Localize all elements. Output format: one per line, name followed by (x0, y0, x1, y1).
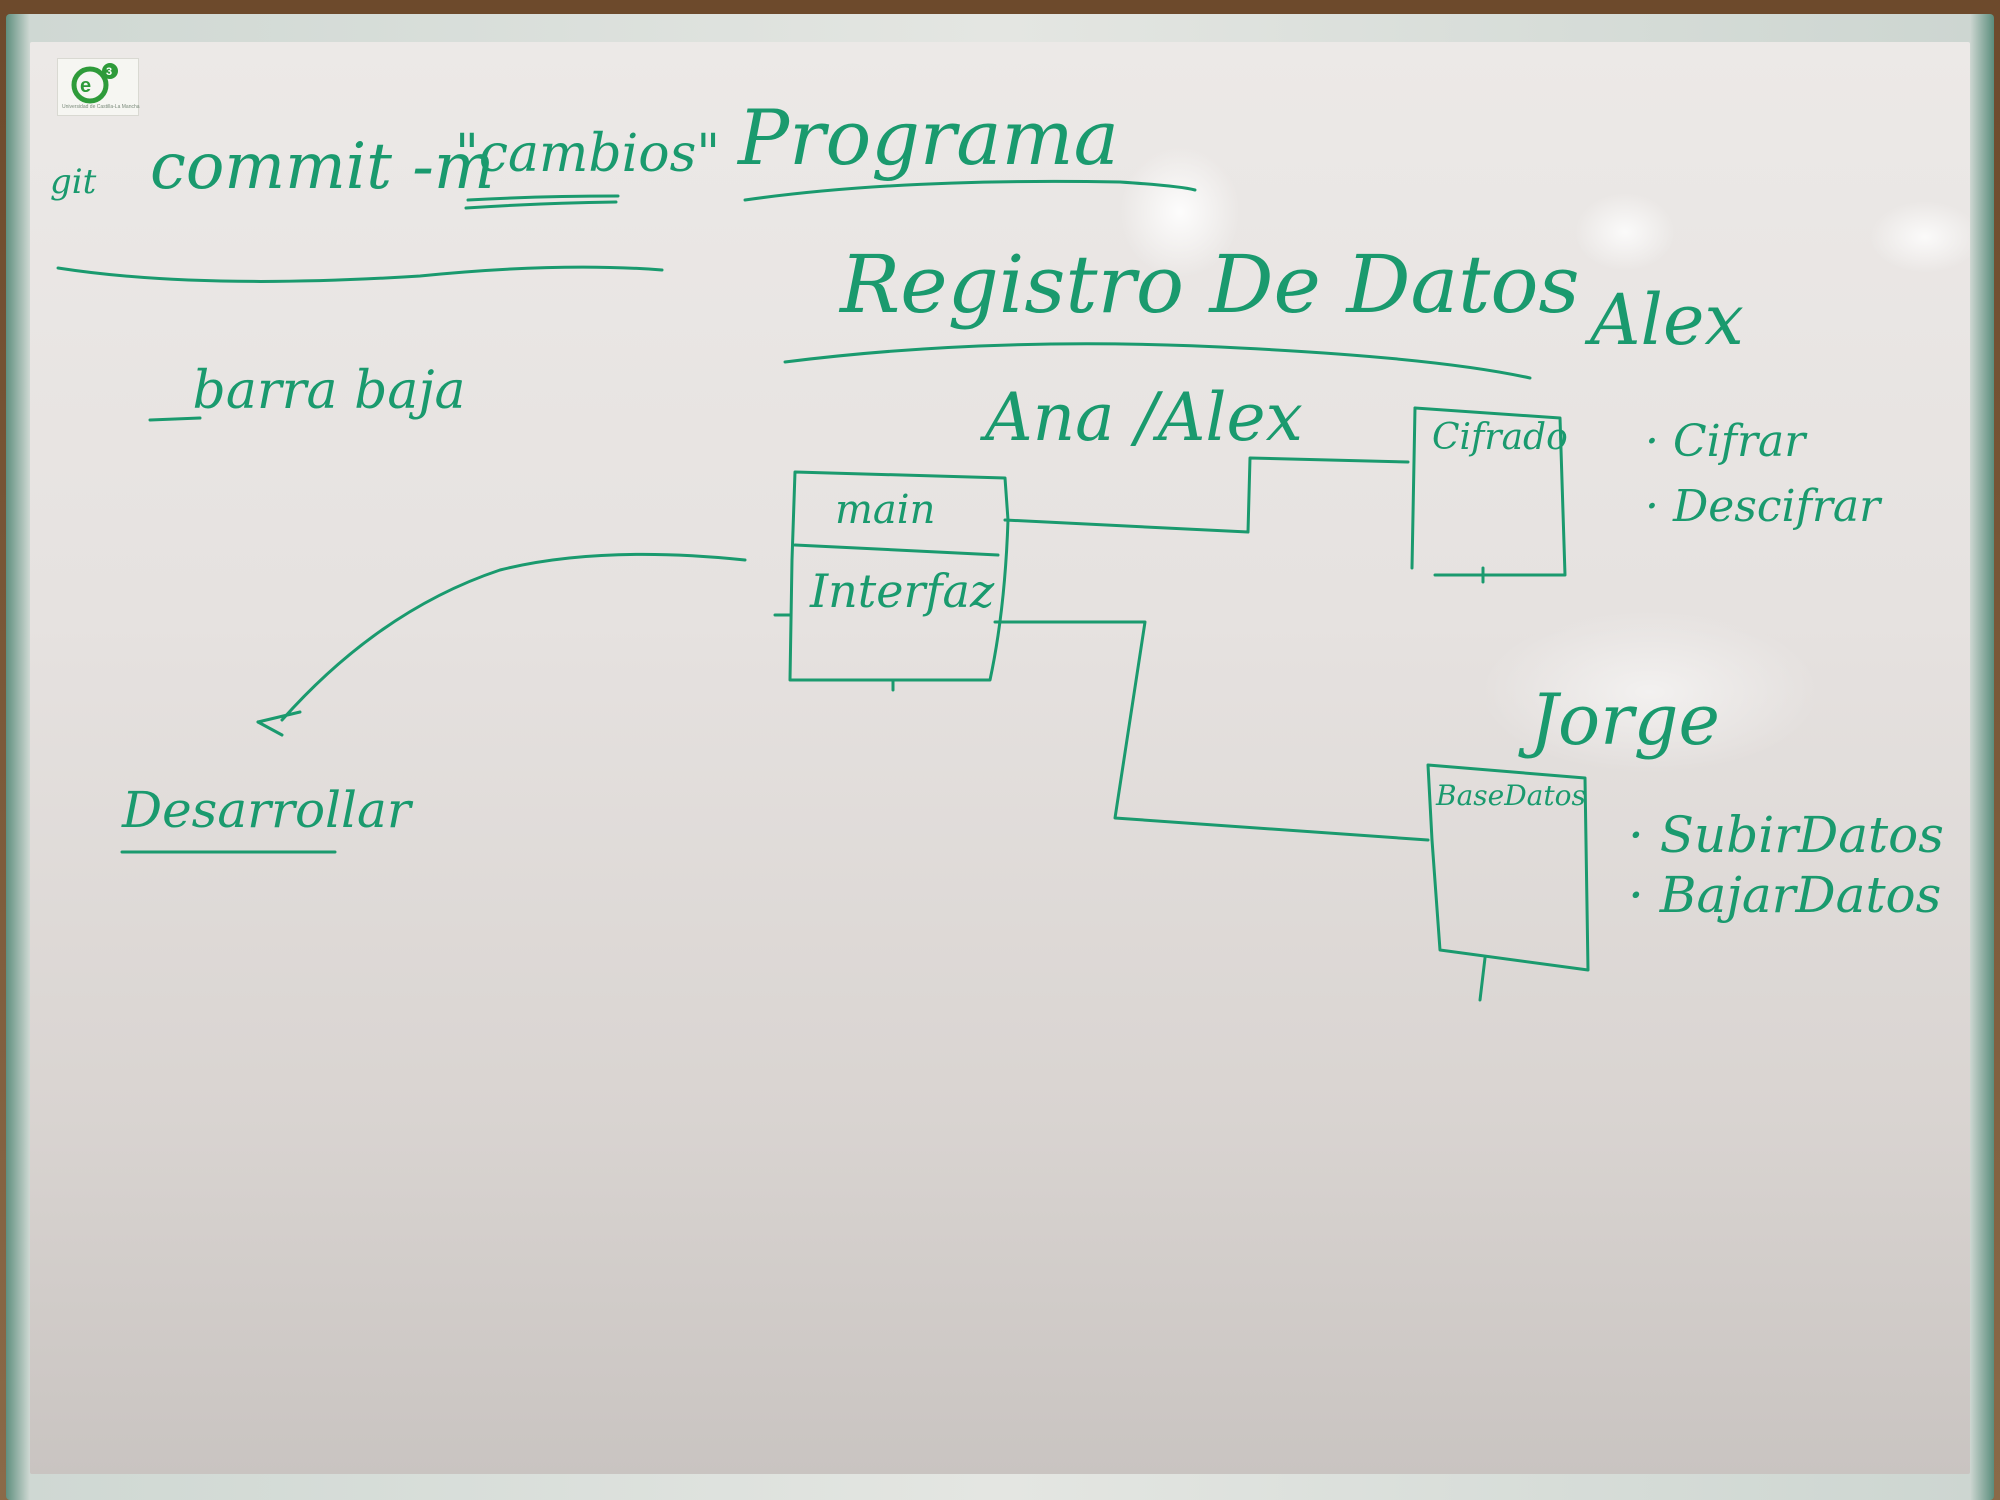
box-basedatos-label: BaseDatos (1436, 779, 1586, 812)
logo-fine-print: Universidad de Castilla-La Mancha (62, 104, 140, 110)
programa-label: Programa (738, 93, 1119, 182)
box-main-label: main (835, 487, 936, 533)
e3-logo-icon: e 3 (71, 63, 118, 104)
commit-command: commit -m (150, 130, 495, 204)
connector-basedatos (993, 620, 1430, 842)
jorge-label: Jorge (1530, 679, 1720, 761)
git-label: git (50, 162, 97, 202)
registro-title: Registro De Datos (840, 238, 1580, 331)
programa-underline (743, 179, 1197, 202)
box-cifrado-label: Cifrado (1432, 417, 1568, 458)
main-interfaz-box (788, 470, 1010, 682)
descifrar-item: · Descifrar (1645, 481, 1881, 532)
box-interfaz-label: Interfaz (810, 564, 995, 618)
arrow-to-desarrollar (280, 552, 747, 722)
logo-sticker: e 3 (57, 58, 139, 116)
logo-mark: e (80, 75, 91, 97)
subir-datos-item: · SubirDatos (1628, 806, 1944, 864)
commit-message: "cambios" (455, 124, 721, 184)
desarrollar-label: Desarrollar (122, 781, 411, 839)
basedatos-box (1426, 763, 1590, 972)
ana-alex-label: Ana /Alex (985, 379, 1303, 456)
registro-underline (783, 342, 1532, 380)
logo-superscript: 3 (106, 66, 112, 78)
commit-msg-underline (466, 194, 620, 202)
underscore-note: _ barra baja (150, 361, 466, 421)
alex-label: Alex (1590, 279, 1744, 361)
connector-cifrado (1003, 456, 1410, 534)
cifrado-box (1413, 406, 1567, 577)
cifrar-item: · Cifrar (1645, 416, 1806, 467)
bajar-datos-item: · BajarDatos (1628, 866, 1942, 924)
divider-line (56, 265, 664, 283)
main-divider (793, 543, 1000, 557)
